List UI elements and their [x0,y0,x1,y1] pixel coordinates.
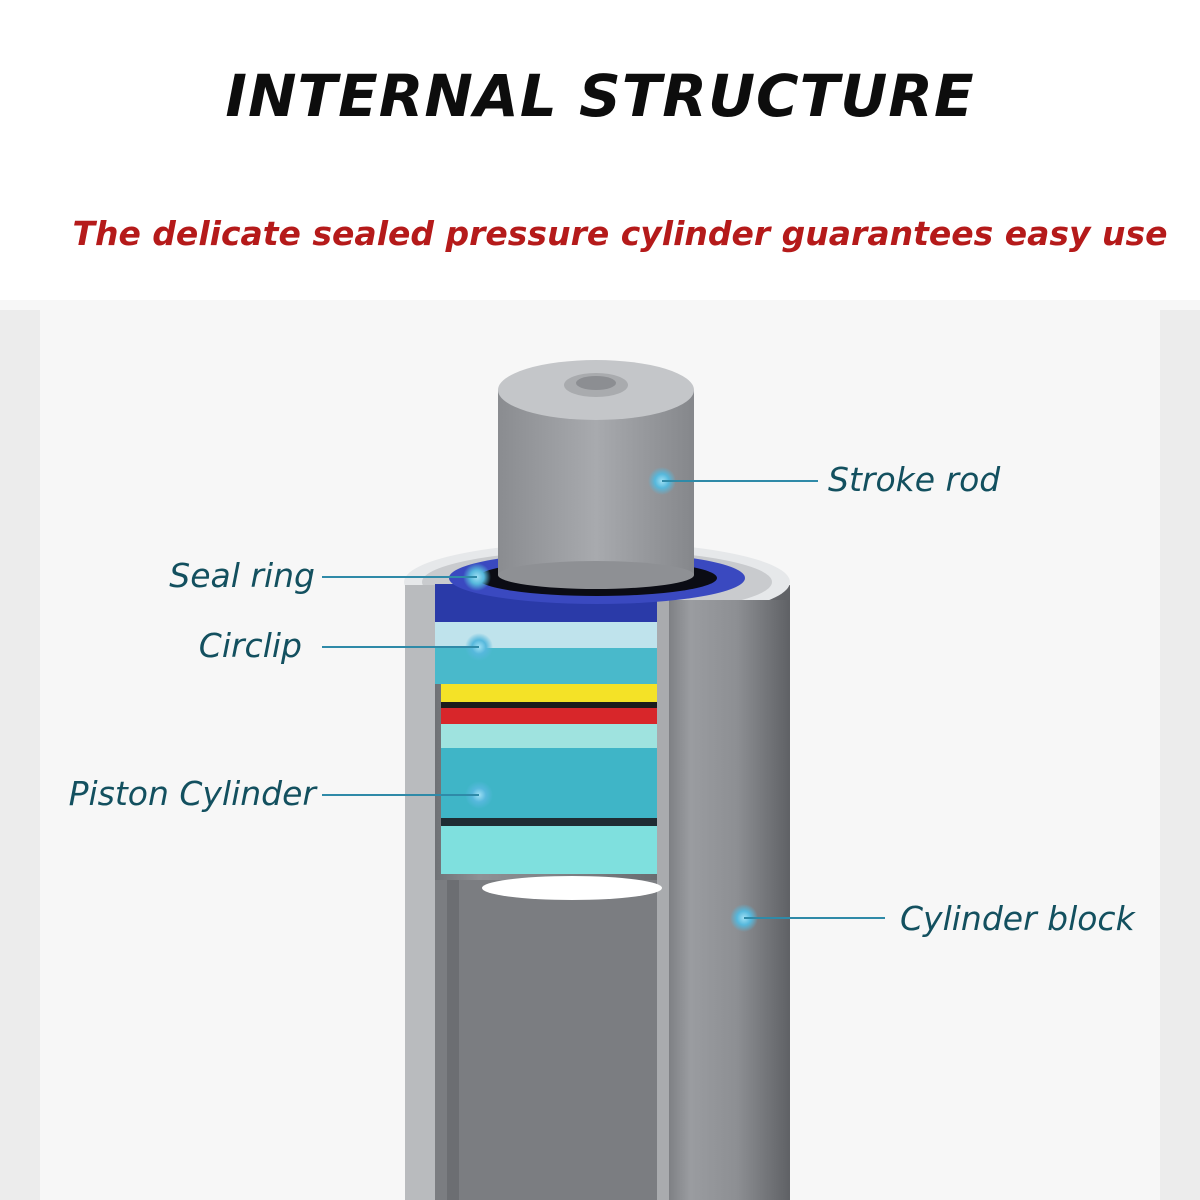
label-piston-cylinder: Piston Cylinder [69,774,319,813]
cylinder-cutaway-diagram: Stroke rod Seal ring Circlip Piston Cyli… [0,300,1200,1200]
label-cylinder-block: Cylinder block [900,899,1137,938]
yellow-seal [441,684,657,702]
page-subtitle: The delicate sealed pressure cylinder gu… [72,214,1168,253]
page-title: INTERNAL STRUCTURE [225,62,975,130]
label-stroke-rod: Stroke rod [828,460,1001,499]
label-seal-ring: Seal ring [169,556,315,595]
leader-lines [322,480,885,919]
red-seal [441,708,657,724]
label-circlip: Circlip [199,626,302,665]
